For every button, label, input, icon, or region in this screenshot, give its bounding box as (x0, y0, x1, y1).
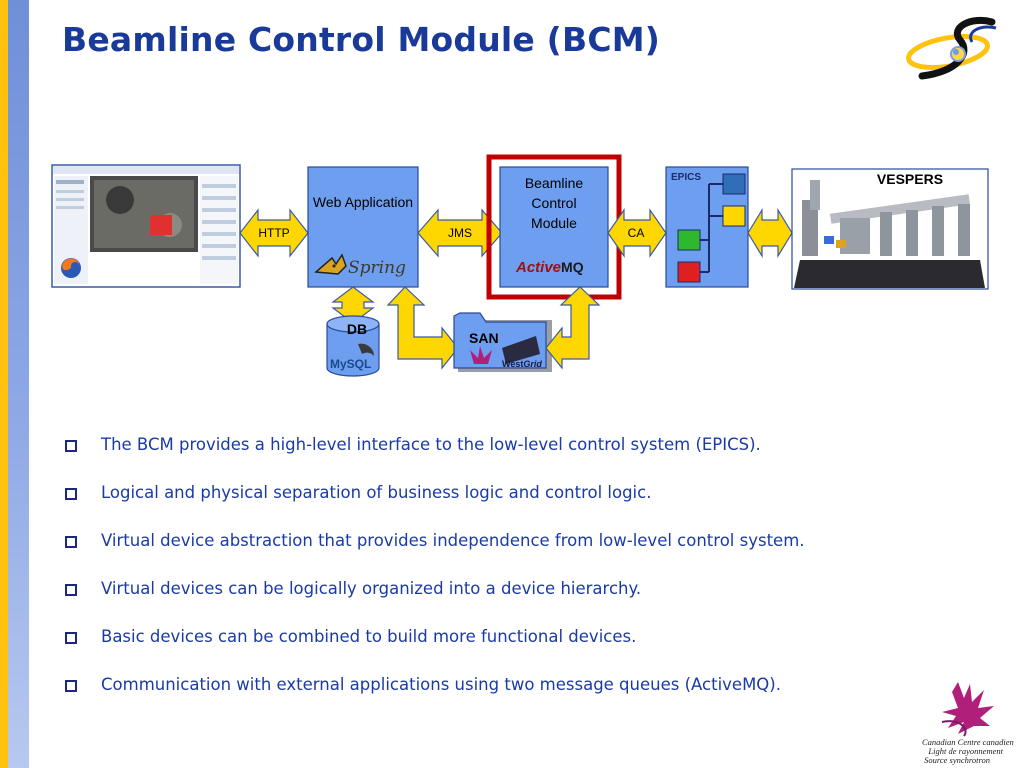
mysql-dolphin-icon (358, 343, 374, 356)
bcm-label-line2: Control (531, 195, 576, 211)
ca-label: CA (628, 226, 645, 240)
jms-label: JMS (448, 226, 472, 240)
epics-vespers-arrow (747, 207, 793, 259)
db-label: DB (347, 321, 367, 337)
bullet-square-icon (65, 440, 77, 452)
webapp-san-arrow (386, 286, 459, 370)
cls-name-text: Canadian Centre canadien Light de rayonn… (922, 738, 1024, 765)
cls-swoosh-logo (906, 17, 997, 80)
cls-line3-en: Source (924, 755, 948, 765)
bullet-text: The BCM provides a high-level interface … (101, 435, 761, 454)
epics-node-red (677, 261, 701, 283)
bullet-item: Virtual devices can be logically organiz… (62, 576, 982, 624)
activemq-logo: ActiveMQ (515, 259, 584, 276)
epics-hierarchy (677, 173, 746, 283)
mysql-label: MySQL (330, 357, 371, 371)
bullet-text: Virtual devices can be logically organiz… (101, 579, 642, 598)
bullet-text: Basic devices can be combined to build m… (101, 627, 637, 646)
bullet-square-icon (65, 584, 77, 596)
westgrid-icon (470, 336, 540, 364)
san-label: SAN (469, 330, 499, 346)
cls-line2-fr: de rayonnement (948, 746, 1003, 756)
bullet-item: Communication with external applications… (62, 672, 982, 720)
epics-node-green (677, 229, 701, 251)
cls-line1-fr: Centre canadien (957, 737, 1014, 747)
cls-line1-en: Canadian (922, 737, 956, 747)
http-label: HTTP (258, 226, 289, 240)
cls-line2-en: Light (928, 746, 947, 756)
bullet-item: Virtual device abstraction that provides… (62, 528, 982, 576)
sidebar-yellow-stripe (0, 0, 8, 768)
bullet-list: The BCM provides a high-level interface … (62, 432, 982, 720)
bullet-item: Basic devices can be combined to build m… (62, 624, 982, 672)
bullet-text: Logical and physical separation of busin… (101, 483, 652, 502)
activemq-mq-text: MQ (561, 259, 584, 275)
bcm-label-line1: Beamline (525, 175, 584, 191)
bcm-label-line3: Module (531, 215, 577, 231)
tomcat-icon (314, 253, 347, 275)
vespers-equipment-photo (791, 168, 989, 290)
bullet-square-icon (65, 536, 77, 548)
cls-maple-logo (941, 682, 994, 737)
bullet-square-icon (65, 680, 77, 692)
spring-label: Spring (348, 258, 406, 278)
bullet-text: Communication with external applications… (101, 675, 781, 694)
westgrid-west-text: West (502, 359, 523, 369)
web-application-label: Web Application (313, 194, 413, 210)
bcm-box (499, 166, 609, 288)
browser-screenshot-thumbnail (51, 164, 241, 288)
epics-node-blue (722, 173, 746, 195)
left-sidebar-band (0, 0, 29, 768)
activemq-active-text: Active (515, 259, 561, 276)
vespers-label: VESPERS (877, 171, 943, 187)
westgrid-grid-text: Grid (523, 359, 542, 369)
westgrid-logo-text: WestGrid (502, 359, 542, 369)
bcm-san-arrow (545, 286, 601, 370)
firefox-icon (61, 258, 81, 278)
page-title: Beamline Control Module (BCM) (62, 20, 661, 59)
bullet-square-icon (65, 488, 77, 500)
architecture-diagram: HTTP Web Application Spring JMS Beamline… (51, 154, 989, 377)
bullet-square-icon (65, 632, 77, 644)
cls-line3-fr: synchrotron (949, 755, 990, 765)
epics-node-yellow (722, 205, 746, 227)
bullet-item: Logical and physical separation of busin… (62, 480, 982, 528)
db-cylinder (326, 315, 380, 377)
bullet-text: Virtual device abstraction that provides… (101, 531, 805, 550)
bullet-item: The BCM provides a high-level interface … (62, 432, 982, 480)
epics-label: EPICS (671, 172, 701, 183)
